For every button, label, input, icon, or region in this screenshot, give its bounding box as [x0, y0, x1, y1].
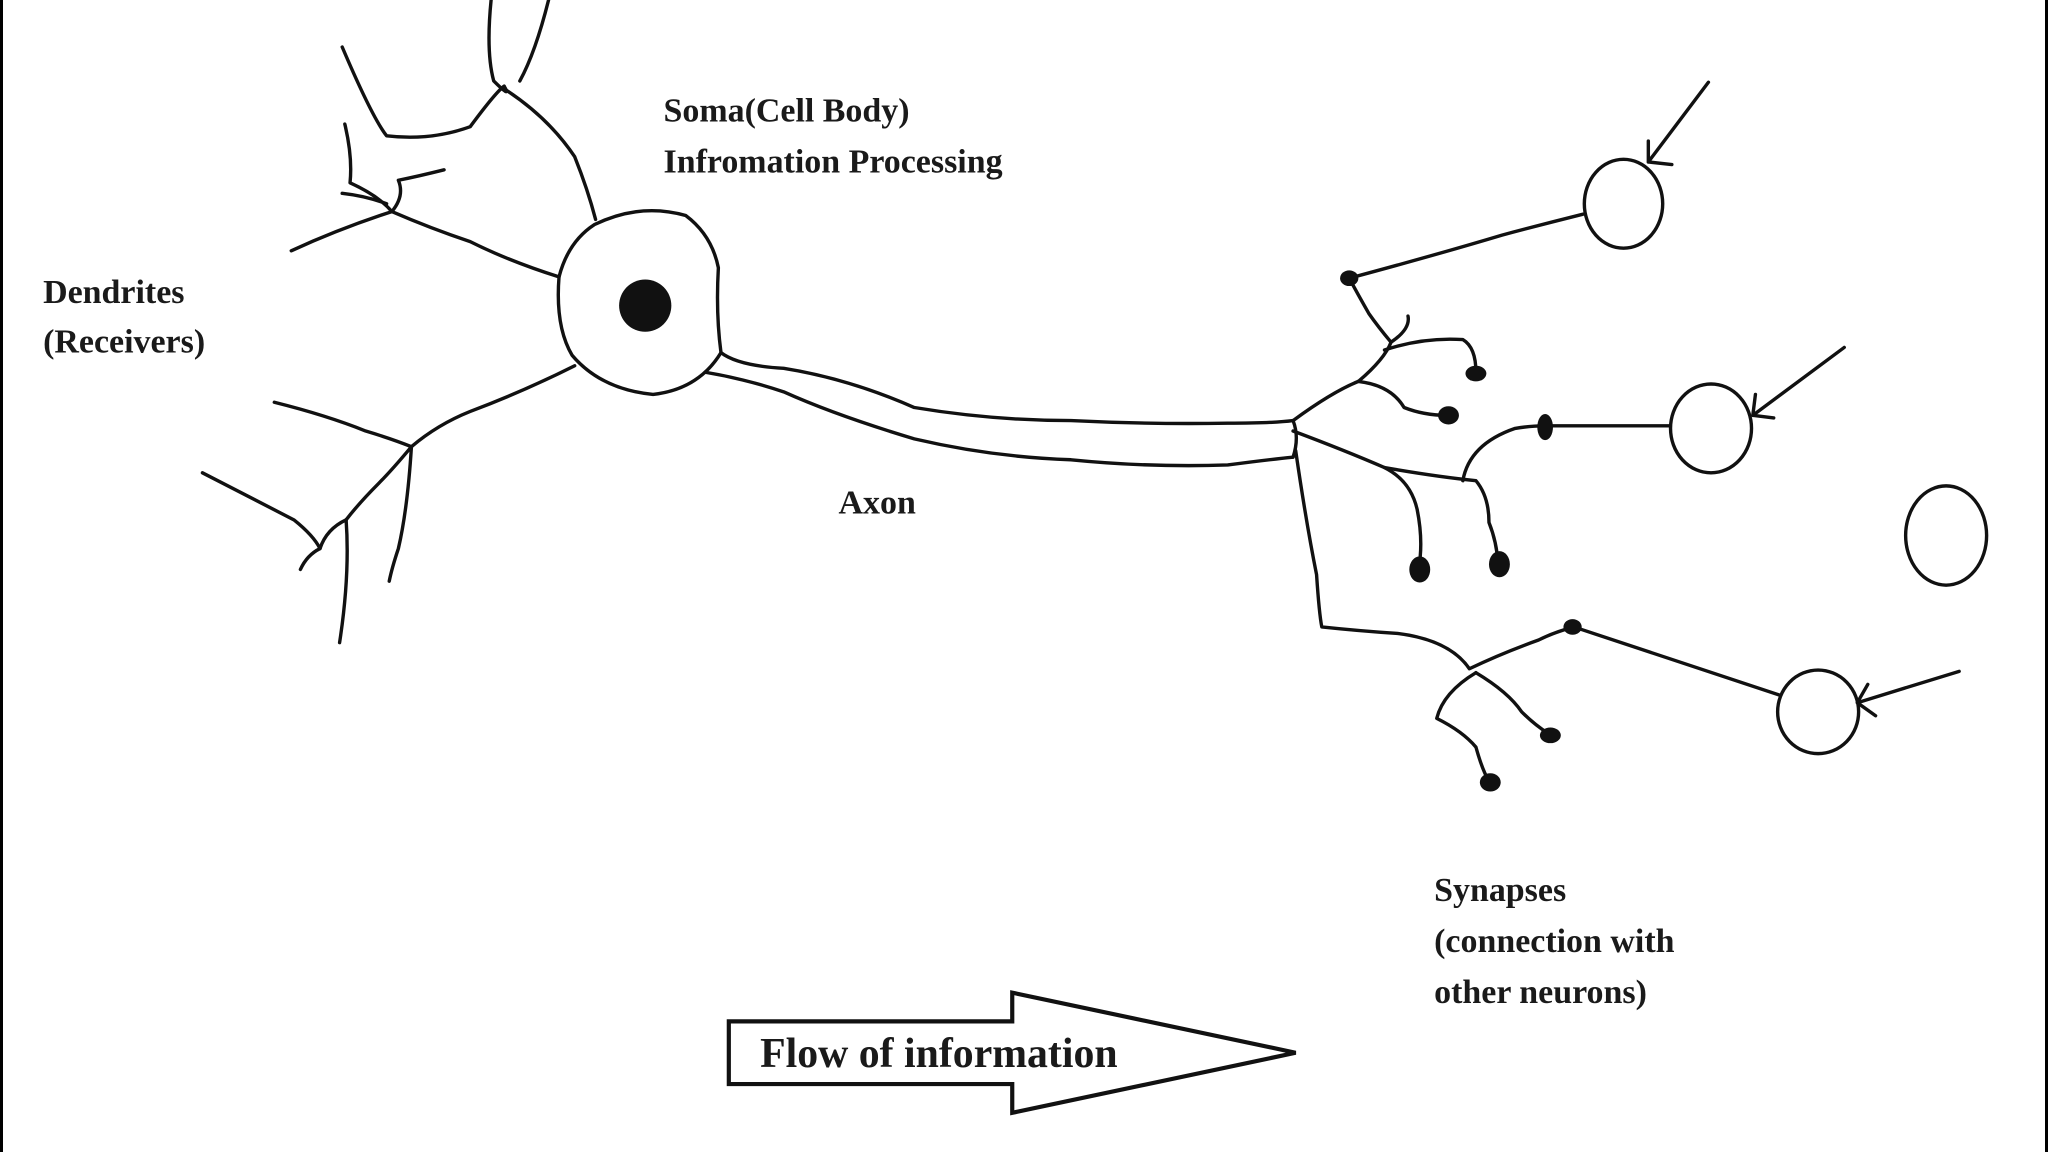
axon-label: Axon — [839, 484, 916, 521]
soma-cell-body — [556, 209, 723, 397]
neuron-circle-3 — [1903, 484, 1989, 587]
axon-terminals — [1291, 212, 1781, 792]
synapses-connection-label: (connection with — [1434, 923, 1675, 960]
neuron-circle-2 — [1668, 382, 1754, 475]
soma-processing-label: Infromation Processing — [664, 143, 1003, 180]
lower-dendrites — [200, 364, 577, 645]
synapses-other-neurons-label: other neurons) — [1434, 974, 1647, 1011]
dendrites-label: Dendrites — [43, 274, 184, 311]
dendrites-receivers-label: (Receivers) — [43, 324, 205, 361]
axon — [703, 350, 1299, 468]
frame-left-edge — [0, 0, 3, 1152]
other-neurons — [1582, 80, 1989, 756]
neuron-circle-4 — [1775, 668, 1861, 756]
frame-right-edge — [2045, 0, 2048, 1152]
nucleus — [619, 279, 672, 332]
upper-dendrites — [289, 0, 598, 279]
soma-label: Soma(Cell Body) — [664, 92, 910, 129]
synapses-label: Synapses — [1434, 872, 1566, 909]
flow-of-information-label: Flow of information — [760, 1031, 1117, 1077]
neuron-circle-1 — [1582, 157, 1665, 250]
flow-arrow — [726, 990, 1297, 1116]
